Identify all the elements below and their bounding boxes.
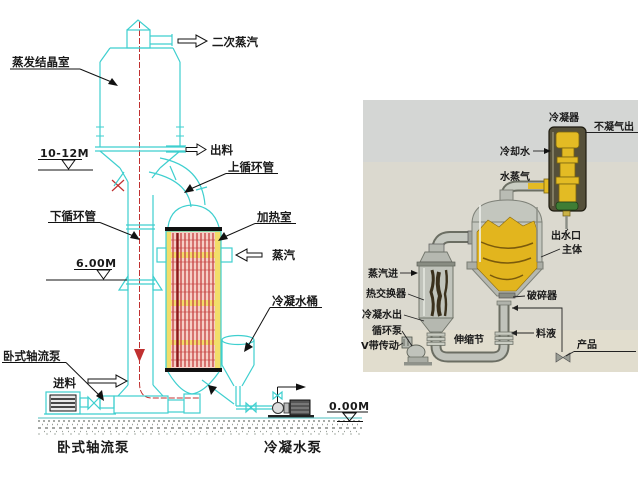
axial-flow-pump [44,391,116,415]
wall-marks [96,126,184,137]
label-axial-pump: 卧式轴流泵 [3,349,61,363]
support-bracket [152,273,164,291]
secondary-steam-arrow-icon [177,34,209,48]
exchanger-streaks [429,269,448,317]
liquid-swirl [480,241,534,281]
liquid [476,216,538,292]
valve-icon [245,401,252,414]
label-feed: 进料 [53,376,76,390]
crusher-device [498,292,516,299]
label-discharge: 出料 [210,143,233,157]
downcomer-flanges [126,224,155,285]
caption-axial-pump: 卧式轴流泵 [57,439,130,456]
label-secondary-steam: 二次蒸汽 [212,35,258,49]
product-valve-icon [555,352,564,363]
label-heating-chamber: 加热室 [256,210,292,224]
process-lines [511,305,636,363]
condensate-tank [201,334,272,414]
label-water-vapor: 水蒸气 [499,170,530,183]
label-circ-pump: 循环泵 [372,324,403,337]
datum-icon [61,159,76,170]
feed-arrow-icon [87,374,129,388]
main-vessel [466,189,544,299]
label-elev-6m: 6.00M [76,257,117,270]
label-cooling-water: 冷却水 [500,145,531,158]
label-v-belt: V带传动 [361,339,399,352]
flow-arrow-icon [208,385,217,395]
left-schematic: 蒸发结晶室 二次蒸汽 出料 上循环管 10-12M 下循环管 加热室 蒸汽 6.… [2,19,370,456]
discharge-arrow-icon [185,143,207,156]
centerline [139,22,200,399]
condenser [548,126,587,229]
label-condenser: 冷凝器 [549,111,580,124]
condensate-pump [268,383,314,419]
label-water-outlet: 出水口 [551,229,581,242]
bottom-flange [165,368,222,372]
green-level [555,201,579,211]
top-flange [165,227,222,231]
ground [38,417,362,435]
flow-down-arrow-icon [134,349,145,362]
label-steam-in: 蒸汽进 [368,267,398,280]
outflow-arrow-icon [296,383,306,391]
label-crusher: 破碎器 [527,289,558,302]
caption-condensate-pump: 冷凝水泵 [264,439,322,456]
label-main-body: 主体 [562,243,583,256]
label-evap-chamber: 蒸发结晶室 [12,55,70,69]
label-elev-10-12m: 10-12M [40,147,89,160]
valve-icon [276,390,283,401]
label-steam: 蒸汽 [272,248,295,262]
valve-cross-icon [111,179,125,192]
heating-chamber [156,204,233,414]
steam-in-arrow-icon [234,248,263,262]
label-feed-liquid: 料液 [536,327,556,340]
label-lower-circ-pipe: 下循环管 [50,209,96,223]
steam-nozzle [220,247,233,263]
valve-icon [250,401,257,414]
heat-exchanger [416,243,456,333]
valve-icon [272,390,279,401]
label-expansion-joint: 伸缩节 [453,333,484,346]
datum-icon [96,269,111,280]
steam-in-arrow-icon [411,270,418,276]
datum-icon [341,412,358,422]
circulation-pump [401,336,432,366]
support-bracket [117,273,129,291]
label-heat-exchanger: 热交换器 [366,287,407,300]
label-upper-circ-pipe: 上循环管 [228,160,274,174]
label-product: 产品 [577,338,597,351]
cooling-water-arrow-icon [544,148,551,154]
label-condensate-out: 冷凝水出 [362,308,402,321]
left-nozzle [156,247,167,263]
label-gas-out: 不凝气出 [594,120,634,133]
label-condensate-bucket: 冷凝水桶 [272,294,318,308]
label-elev-0m: 0.00M [329,400,370,413]
right-schematic: 冷凝器 不凝气出 冷却水 水蒸气 出水口 主体 蒸汽进 热交换器 冷凝水出 循环… [361,100,638,372]
